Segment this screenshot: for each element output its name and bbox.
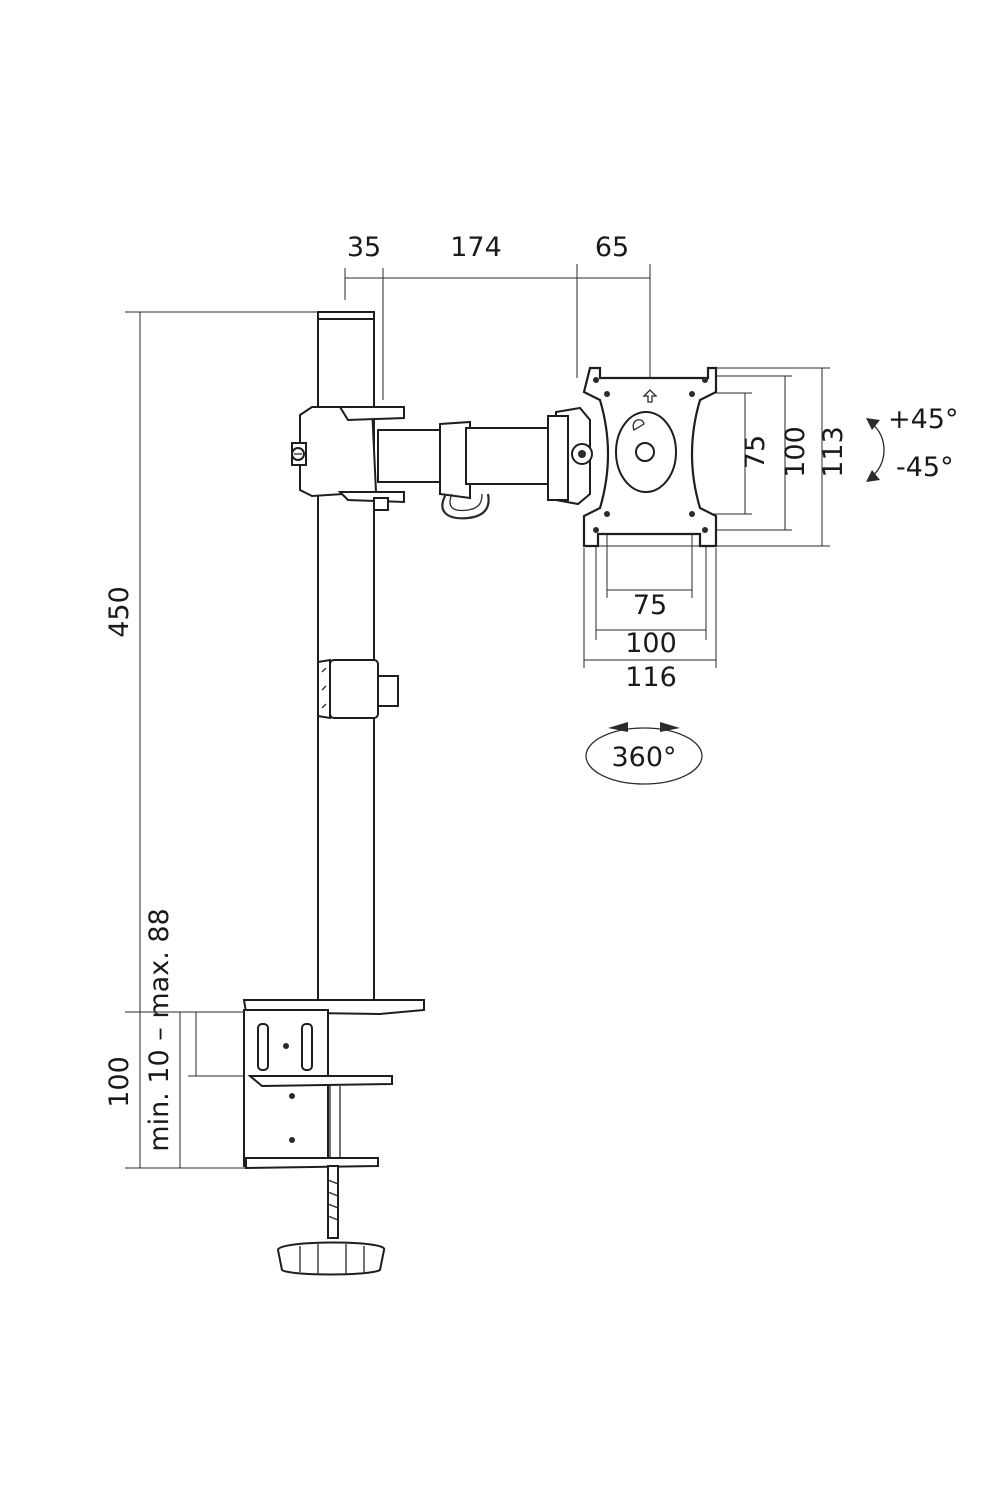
dim-clamp-offset: 35 [347, 232, 381, 263]
dimension-lines [125, 264, 830, 1169]
tilt-up-label: +45° [888, 404, 958, 435]
dim-vesa-h-116: 116 [625, 662, 677, 693]
dim-clamp-height: 100 [104, 1056, 135, 1108]
dim-vesa-v-100: 100 [780, 426, 811, 478]
rotation-label: 360° [611, 742, 676, 773]
pole-collar [317, 658, 399, 720]
extension-arm [377, 420, 559, 520]
vesa-plate [582, 366, 718, 548]
dim-vesa-v-113: 113 [818, 426, 849, 478]
tilt-arrows [866, 418, 885, 482]
tilt-head [547, 406, 593, 506]
dim-vesa-v-75: 75 [740, 435, 771, 469]
rotation-ellipse [585, 722, 703, 785]
tilt-down-label: -45° [896, 452, 954, 483]
dim-vesa-h-75: 75 [633, 590, 667, 621]
dim-total-height: 450 [104, 586, 135, 638]
dim-arm-length: 174 [450, 232, 502, 263]
pole-arm-bracket [291, 406, 405, 511]
dim-vesa-h-100: 100 [625, 628, 677, 659]
dim-plate-depth: 65 [595, 232, 629, 263]
desk-clamp [242, 999, 425, 1276]
dim-clamp-range: min. 10 – max. 88 [144, 908, 175, 1151]
